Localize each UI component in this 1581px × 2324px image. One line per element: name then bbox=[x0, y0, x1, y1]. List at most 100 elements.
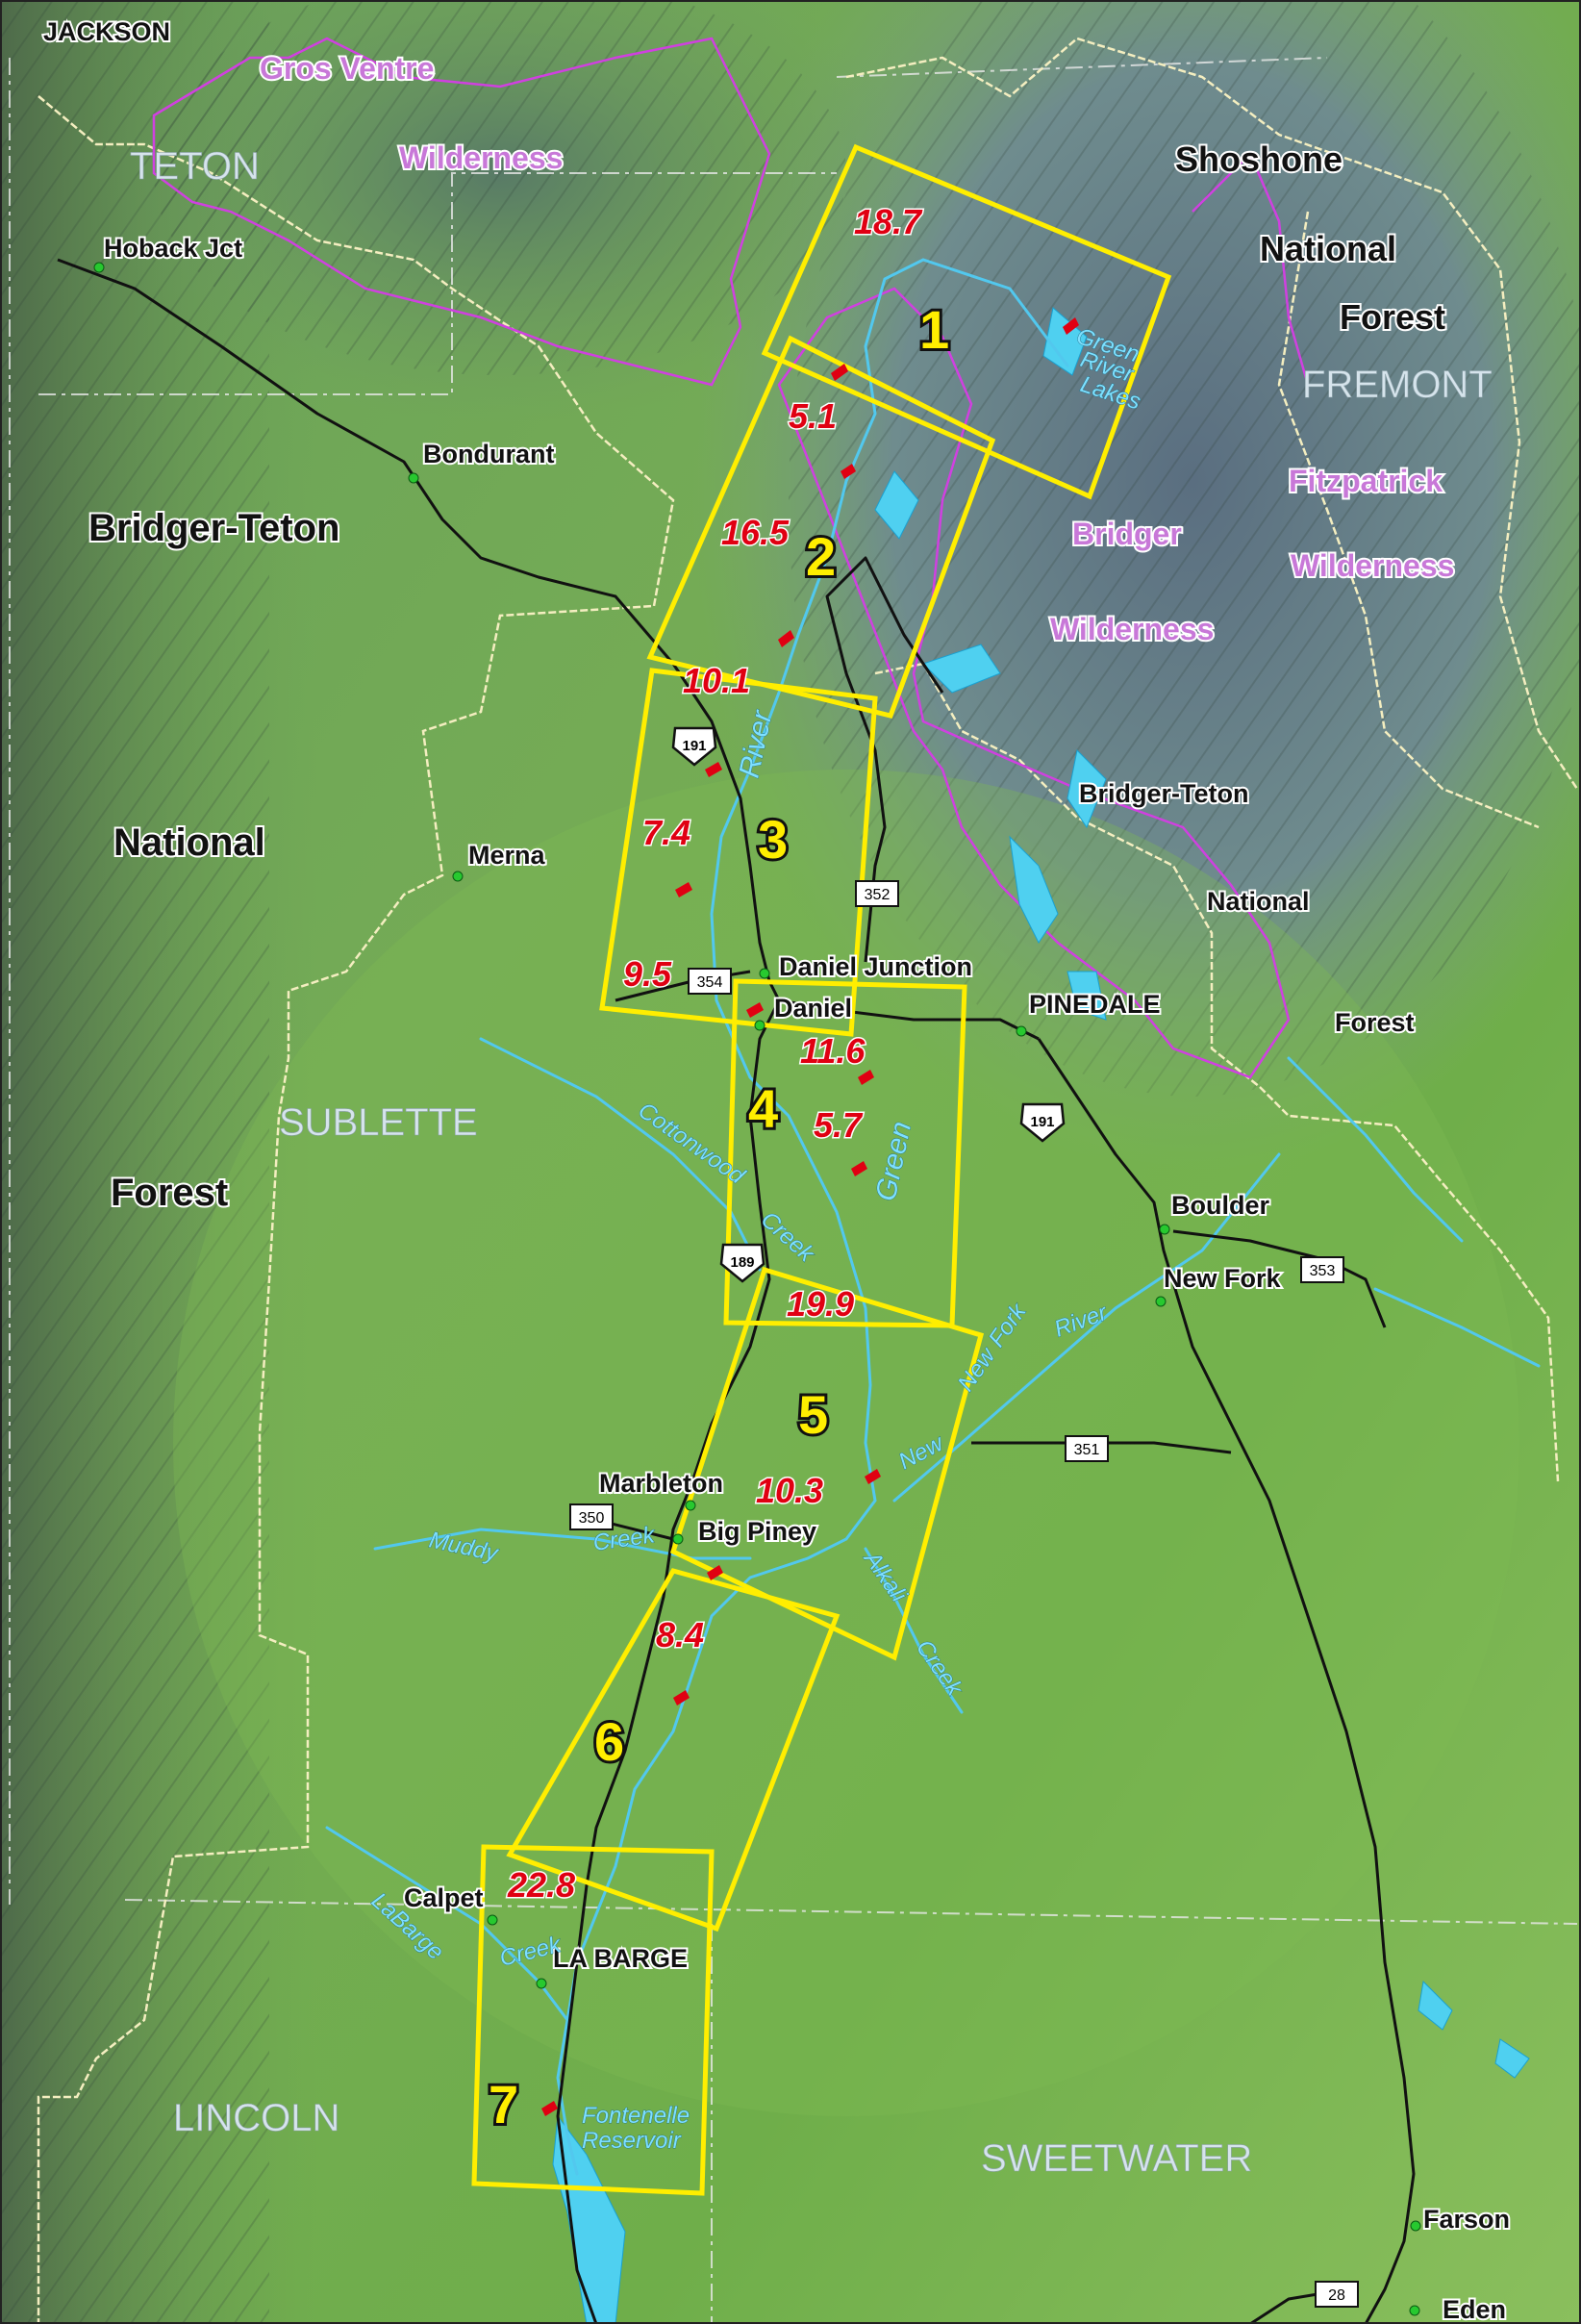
label-new-fork: New Fork bbox=[1164, 1264, 1282, 1293]
fremont-lake bbox=[1009, 835, 1059, 944]
town-dots bbox=[93, 262, 1421, 2316]
county-label-lincoln: LINCOLN bbox=[173, 2097, 339, 2139]
town-dot-eden bbox=[1409, 2305, 1420, 2316]
county-label-sweetwater: SWEETWATER bbox=[981, 2137, 1252, 2180]
label-national-east: National bbox=[1207, 887, 1310, 916]
half-moon-lake bbox=[1067, 748, 1107, 829]
distance-10-3: 10.3 bbox=[756, 1471, 823, 1510]
green-river-basin bbox=[173, 770, 1519, 2116]
town-dot-marbleton bbox=[685, 1500, 696, 1511]
svg-text:189: 189 bbox=[730, 1254, 754, 1271]
label-fontenelle-1: Fontenelle bbox=[582, 2103, 690, 2129]
svg-text:354: 354 bbox=[697, 974, 723, 991]
segment-number-6: 6 bbox=[594, 1711, 624, 1772]
label-farson: Farson bbox=[1423, 2205, 1510, 2234]
county-boundaries bbox=[9, 57, 1578, 2324]
wind-river-ridges bbox=[789, 0, 1581, 1097]
label-wilderness-fitz: Wilderness bbox=[1291, 548, 1454, 583]
label-big-piney: Big Piney bbox=[698, 1517, 816, 1546]
svg-text:351: 351 bbox=[1074, 1442, 1100, 1458]
wilderness-boundaries bbox=[152, 37, 1310, 1079]
distance-8-4: 8.4 bbox=[656, 1615, 704, 1655]
access-marker-5 bbox=[705, 762, 722, 777]
highway-shield-wy351: 351 bbox=[1065, 1435, 1109, 1462]
town-dot-new-fork bbox=[1155, 1296, 1167, 1307]
segment-box-1 bbox=[761, 143, 1172, 500]
town-dot-daniel-junction bbox=[759, 968, 770, 979]
highway-shield-wy353: 353 bbox=[1300, 1256, 1344, 1283]
access-marker-13 bbox=[541, 2101, 558, 2116]
access-marker-3 bbox=[841, 464, 856, 479]
label-marbleton: Marbleton bbox=[599, 1469, 723, 1498]
segment-number-1: 1 bbox=[919, 299, 949, 360]
lake-6 bbox=[1067, 971, 1107, 1021]
county-label-teton: TETON bbox=[130, 145, 260, 188]
town-dot-la-barge bbox=[536, 1978, 547, 1989]
access-marker-7 bbox=[746, 1002, 764, 1018]
segment-numbers: 1 2 3 4 5 6 7 bbox=[486, 296, 952, 2137]
county-labels: TETON FREMONT SUBLETTE LINCOLN SWEETWATE… bbox=[130, 145, 1493, 2181]
town-dot-daniel bbox=[754, 1020, 765, 1031]
label-la-barge: LA BARGE bbox=[553, 1944, 688, 1973]
lake-8 bbox=[1418, 1980, 1453, 2031]
label-eden: Eden bbox=[1443, 2295, 1506, 2324]
svg-text:350: 350 bbox=[579, 1510, 605, 1527]
lake-3 bbox=[922, 644, 1001, 694]
gros-ventre-ridges bbox=[154, 0, 846, 375]
town-dot-calpet bbox=[487, 1914, 498, 1926]
distance-16-5: 16.5 bbox=[721, 513, 790, 552]
label-wilderness-gv: Wilderness bbox=[399, 140, 563, 175]
roads bbox=[57, 258, 1416, 2324]
distance-11-6: 11.6 bbox=[800, 1031, 866, 1071]
highway-shield-wy350: 350 bbox=[569, 1503, 614, 1530]
wilderness-labels: Gros Ventre Wilderness Fitzpatrick Wilde… bbox=[258, 49, 1456, 648]
label-forest-sh: Forest bbox=[1340, 297, 1445, 337]
svg-text:191: 191 bbox=[1030, 1114, 1054, 1130]
label-boulder: Boulder bbox=[1171, 1191, 1269, 1220]
segment-box-2 bbox=[646, 335, 996, 719]
svg-text:28: 28 bbox=[1328, 2287, 1345, 2304]
access-markers bbox=[541, 317, 1079, 2116]
label-national-west: National bbox=[113, 821, 265, 864]
distance-22-8: 22.8 bbox=[507, 1865, 575, 1905]
label-gros-ventre: Gros Ventre bbox=[260, 51, 434, 86]
distance-7-4: 7.4 bbox=[642, 813, 690, 852]
town-dot-hoback bbox=[93, 262, 105, 273]
highway-shield-wy28: 28 bbox=[1315, 2281, 1359, 2308]
forest-boundary bbox=[37, 37, 1579, 2324]
segment-box-5 bbox=[669, 1266, 985, 1661]
distance-5-7: 5.7 bbox=[814, 1105, 864, 1145]
label-jackson: JACKSON bbox=[43, 17, 170, 46]
segment-number-7: 7 bbox=[489, 2074, 518, 2135]
label-daniel: Daniel bbox=[774, 994, 852, 1023]
western-ridges bbox=[0, 0, 269, 2324]
highway-shields: 191 352 354 191 189 353 351 350 bbox=[569, 726, 1359, 2308]
segment-box-6 bbox=[506, 1568, 841, 1932]
distance-19-9: 19.9 bbox=[787, 1284, 854, 1324]
distance-10-1: 10.1 bbox=[683, 661, 750, 700]
access-marker-2 bbox=[831, 364, 848, 381]
segment-box-3 bbox=[599, 668, 878, 1037]
access-marker-1 bbox=[1063, 317, 1079, 335]
town-dot-farson bbox=[1410, 2220, 1421, 2232]
label-bondurant: Bondurant bbox=[423, 440, 554, 468]
access-marker-6 bbox=[675, 882, 692, 897]
highway-shield-us191-pinedale: 191 bbox=[1019, 1102, 1066, 1143]
town-labels: JACKSON Hoback Jct Bondurant Merna Danie… bbox=[41, 15, 1512, 2324]
distance-9-5: 9.5 bbox=[623, 954, 672, 994]
label-bridger: Bridger bbox=[1072, 517, 1182, 551]
town-dot-merna bbox=[452, 871, 464, 882]
label-shoshone: Shoshone bbox=[1175, 139, 1343, 179]
label-merna: Merna bbox=[468, 841, 546, 870]
town-dot-big-piney bbox=[672, 1533, 684, 1545]
highway-shield-wy352: 352 bbox=[855, 880, 899, 907]
county-label-fremont: FREMONT bbox=[1302, 364, 1493, 406]
distance-5-1: 5.1 bbox=[789, 396, 837, 436]
label-fontenelle-2: Reservoir bbox=[582, 2128, 682, 2154]
label-hoback: Hoback Jct bbox=[104, 234, 242, 263]
segment-number-5: 5 bbox=[798, 1384, 828, 1445]
access-marker-8 bbox=[858, 1070, 874, 1085]
